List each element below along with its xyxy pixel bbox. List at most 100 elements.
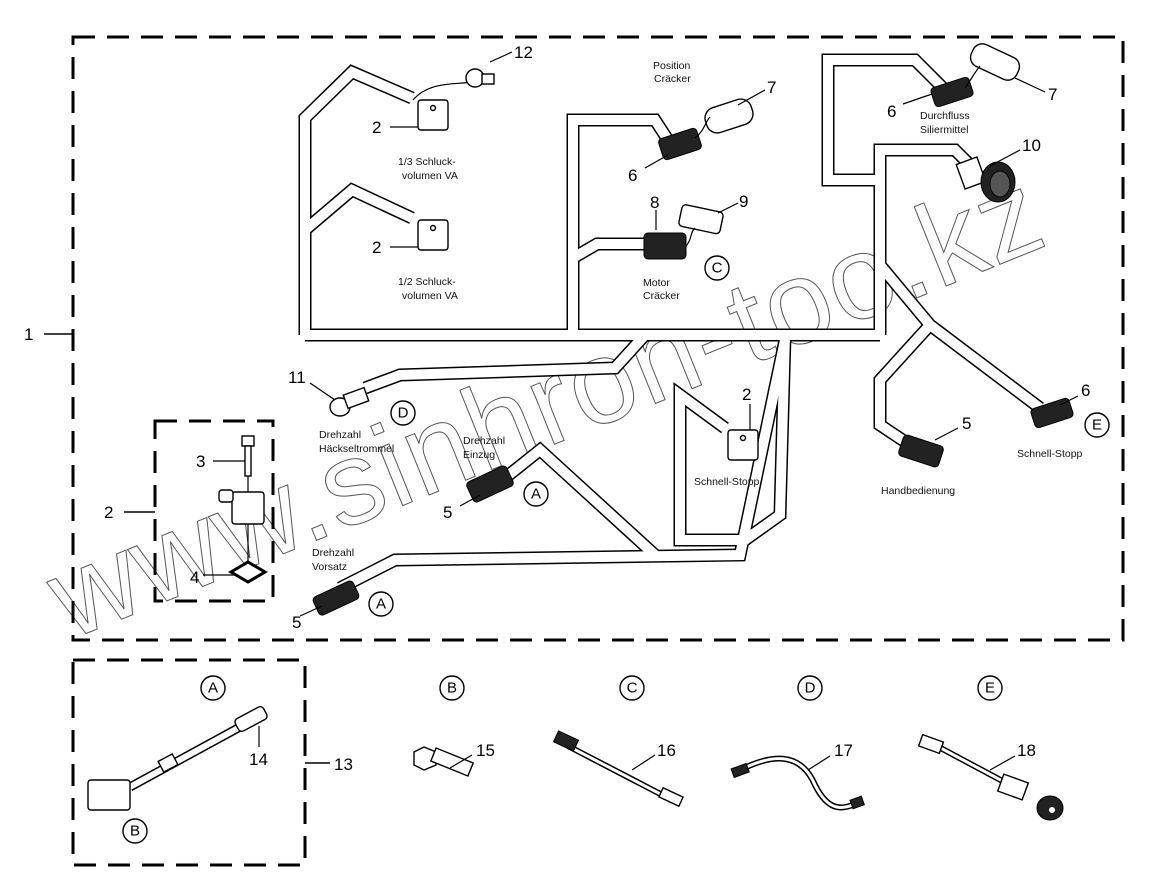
coil-hole-icon <box>429 104 437 112</box>
ref-circle-A-kit[interactable] <box>200 675 226 701</box>
bolt-head-icon <box>413 746 437 771</box>
callout-17: 17 <box>834 741 853 760</box>
plug-7-position[interactable] <box>702 96 756 136</box>
callout-2-lower: 2 <box>372 238 381 257</box>
ref-circle-B-detail[interactable] <box>439 675 465 701</box>
adapter-socket-icon <box>87 779 131 811</box>
callout-4: 4 <box>190 568 199 587</box>
bolt-15[interactable] <box>413 746 475 777</box>
coil-group-boundary <box>153 419 275 603</box>
seal-4[interactable] <box>228 560 268 584</box>
plug-icon <box>704 98 754 134</box>
harness-trunks <box>298 53 1044 594</box>
connector-icon <box>930 76 974 108</box>
cable-17[interactable] <box>730 755 865 811</box>
connector-icon <box>1030 397 1074 429</box>
callout-3: 3 <box>196 452 205 471</box>
label-vorsatz-1: Drehzahl <box>312 547 354 559</box>
callout-5-vorsatz: 5 <box>292 613 301 632</box>
cable-sleeve-icon <box>157 752 179 774</box>
coil-icon <box>417 219 449 251</box>
ref-circle-D-detail[interactable] <box>797 675 823 701</box>
plug-icon <box>969 43 1021 81</box>
ref-circle-C-motor[interactable] <box>704 255 730 281</box>
ref-circle-B-kit[interactable] <box>122 818 148 844</box>
cable-18[interactable] <box>917 733 1064 821</box>
ref-circle-C-detail[interactable] <box>619 675 645 701</box>
plug-9-motor[interactable] <box>678 204 724 235</box>
cable-end-icon <box>552 730 580 752</box>
ref-circle-A-vorsatz[interactable] <box>368 591 394 617</box>
callout-2-schnell: 2 <box>742 385 751 404</box>
coil-upper[interactable] <box>412 81 471 131</box>
coil-hole-icon <box>739 434 747 442</box>
callout-5-einzug: 5 <box>443 503 452 522</box>
label-position-1: Position <box>653 60 691 72</box>
label-hand: Handbedienung <box>881 485 955 497</box>
connector-5-einzug[interactable] <box>465 465 514 504</box>
connector-icon <box>898 434 944 468</box>
plug-12[interactable] <box>465 68 495 88</box>
cable-16[interactable] <box>552 730 685 808</box>
connector-icon <box>466 465 514 503</box>
callout-12: 12 <box>514 43 533 62</box>
label-motor-2: Cräcker <box>643 290 680 302</box>
connector-icon <box>643 232 687 260</box>
connector-8-motor[interactable] <box>643 232 687 260</box>
coil-lower[interactable] <box>417 219 449 251</box>
sensor-11[interactable] <box>329 386 370 417</box>
connector-6-durchfluss[interactable] <box>930 76 974 108</box>
label-motor-1: Motor <box>643 277 670 289</box>
adapter-kit-boundary <box>71 658 307 867</box>
label-einzug-2: Einzug <box>463 449 495 461</box>
coil-plug-icon <box>218 489 234 503</box>
watermark-text: www.sinhron-too.kz <box>29 145 1061 664</box>
plug-pins-icon <box>481 73 495 85</box>
label-durchfluss-2: Siliermittel <box>920 124 968 136</box>
coil-icon <box>231 491 265 525</box>
connector-6-position[interactable] <box>658 127 703 161</box>
callout-7-position: 7 <box>767 78 776 97</box>
ref-circle-A-einzug[interactable] <box>523 481 549 507</box>
screw-head-icon <box>241 435 255 447</box>
ref-C-motor: C <box>712 260 723 277</box>
label-coil-lower-1: 1/2 Schluck- <box>398 276 456 288</box>
adapter-plug-icon <box>234 706 268 732</box>
ref-A-einzug: A <box>531 486 541 503</box>
connector-icon <box>312 580 360 616</box>
label-trommel-1: Drehzahl <box>319 429 361 441</box>
callout-5-hand: 5 <box>962 414 971 433</box>
watermark: www.sinhron-too.kz <box>29 144 1062 664</box>
callout-14: 14 <box>249 750 268 769</box>
label-einzug-1: Drehzahl <box>463 435 505 447</box>
assembly-boundary <box>71 35 1125 642</box>
ref-E-schnell: E <box>1092 417 1102 434</box>
cable-plug-icon <box>917 733 945 755</box>
ref-circle-D-trommel[interactable] <box>390 400 416 426</box>
label-schnell-conn: Schnell-Stopp <box>1017 448 1083 460</box>
adapter-cable-14[interactable] <box>87 705 268 811</box>
cable-end-icon <box>730 762 750 779</box>
label-vorsatz-2: Vorsatz <box>312 561 347 573</box>
connector-6-schnell[interactable] <box>1030 397 1074 429</box>
callout-15: 15 <box>476 741 495 760</box>
coil-group-solenoid[interactable] <box>218 489 265 525</box>
ref-D-trommel: D <box>398 405 409 422</box>
ref-E-detail: E <box>985 680 995 697</box>
seal-icon <box>228 560 268 584</box>
ref-A-vorsatz: A <box>376 596 386 613</box>
connector-5-vorsatz[interactable] <box>312 580 360 617</box>
plug-7-durchfluss[interactable] <box>967 41 1022 84</box>
coil-hole-icon <box>429 224 437 232</box>
callout-10: 10 <box>1022 136 1041 155</box>
ref-C-detail: C <box>627 680 638 697</box>
callout-6-schnell: 6 <box>1081 381 1090 400</box>
ref-circle-E-detail[interactable] <box>977 675 1003 701</box>
coil-schnell-stopp[interactable] <box>727 429 759 461</box>
ref-circle-E-schnell[interactable] <box>1084 412 1110 438</box>
connector-5-hand[interactable] <box>898 434 945 468</box>
connector-body-icon <box>955 156 987 190</box>
callout-8: 8 <box>650 193 659 212</box>
plug-icon <box>465 68 485 88</box>
connector-icon <box>658 127 702 161</box>
